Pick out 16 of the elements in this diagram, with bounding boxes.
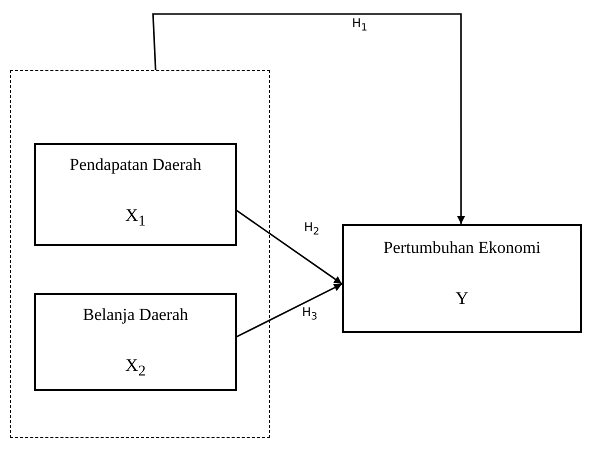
edge-label: H$_{1}$: [351, 16, 368, 34]
variable-name: Belanja Daerah: [82, 305, 188, 325]
variable-box: [34, 143, 237, 246]
variable-name: Pendapatan Daerah: [70, 155, 202, 175]
variable-symbol: Y: [456, 288, 468, 309]
variable-box: [34, 293, 237, 391]
group-box: [10, 70, 270, 438]
arrow: [152, 13, 466, 224]
edge-label: H$_{2}$: [303, 220, 320, 238]
variable-symbol: X$_{1}$: [125, 205, 146, 231]
edge-label: H$_{3}$: [301, 305, 318, 322]
variable-symbol: X$_{2}$: [125, 355, 146, 381]
arrow: [236, 283, 342, 338]
arrow: [236, 209, 342, 285]
variable-box: [342, 224, 582, 333]
variable-name: Pertumbuhan Ekonomi: [383, 238, 541, 258]
